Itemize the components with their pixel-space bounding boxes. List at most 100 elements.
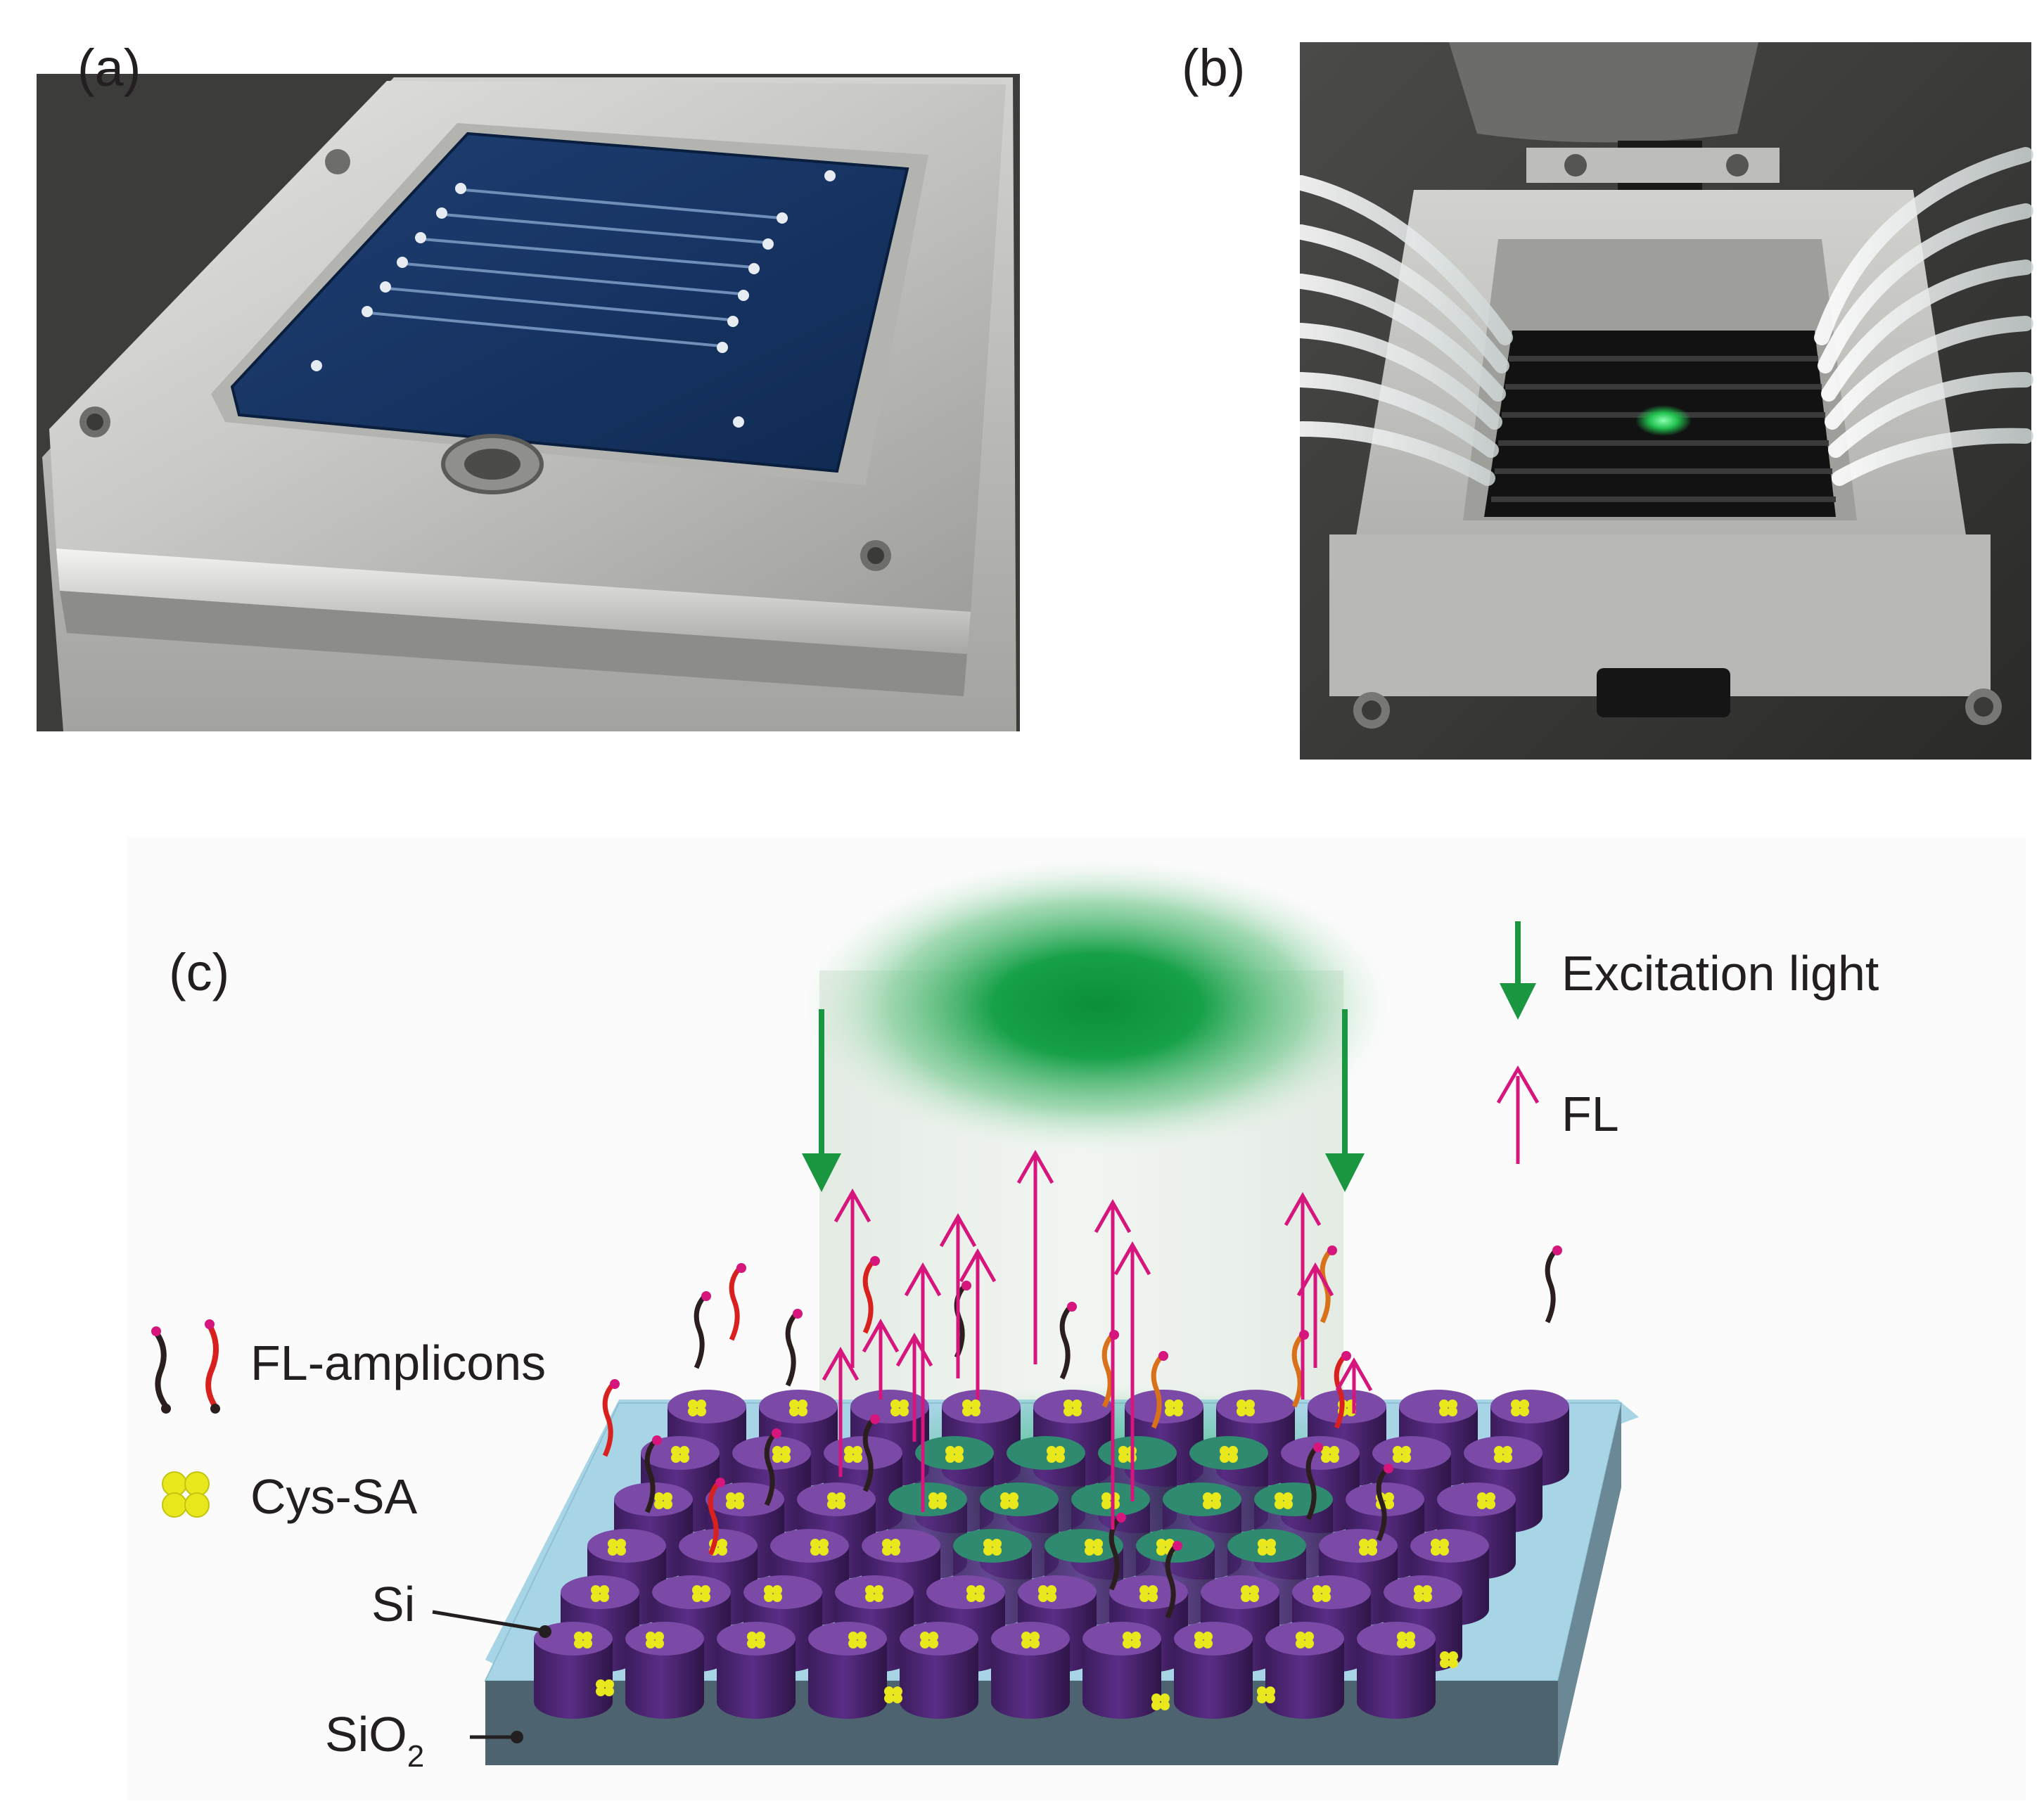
- cys-sa-marker: [884, 1686, 902, 1703]
- fl-amplicon: [1305, 1442, 1323, 1520]
- cys-sa-marker: [865, 1585, 883, 1602]
- cys-sa-marker: [1123, 1632, 1141, 1648]
- cys-sa-marker: [928, 1492, 947, 1509]
- fl-amplicon: [708, 1478, 725, 1556]
- panel-a-screws: [79, 149, 891, 571]
- cys-sa-marker: [1165, 1400, 1183, 1416]
- cys-sa-marker: [1431, 1539, 1449, 1556]
- cys-sa-marker: [1439, 1400, 1457, 1416]
- cys-sa-marker: [1241, 1585, 1259, 1602]
- si-pillar: [625, 1622, 704, 1719]
- panel-b-tubes-left: [1294, 175, 1513, 486]
- cys-sa-marker: [1440, 1651, 1458, 1668]
- cys-sa-marker: [848, 1632, 867, 1648]
- fl-arrow: [822, 1346, 860, 1477]
- cys-sa-marker: [882, 1539, 900, 1556]
- fl-arrow: [939, 1212, 977, 1378]
- cys-sa-marker: [596, 1679, 614, 1696]
- cys-sa-icon: [162, 1471, 210, 1518]
- fl-amplicon: [644, 1435, 662, 1513]
- cys-sa-marker: [1038, 1585, 1056, 1602]
- cys-sa-marker: [789, 1400, 807, 1416]
- fl-amplicon: [785, 1309, 803, 1387]
- si-pillar-array: [534, 1390, 1569, 1719]
- cys-sa-marker: [591, 1585, 609, 1602]
- cys-sa-marker: [574, 1632, 592, 1648]
- fl-amplicon-strands: [602, 1245, 1562, 1619]
- amplicon-icon-dark: [153, 1331, 169, 1409]
- fl-arrow: [895, 1332, 933, 1442]
- label-sio2: SiO2: [325, 1707, 523, 1774]
- cys-sa-marker: [1139, 1585, 1158, 1602]
- cys-sa-marker: [962, 1400, 981, 1416]
- fl-arrows: [822, 1149, 1373, 1530]
- panel-b-label: (b): [1182, 39, 1245, 97]
- si-pillar: [534, 1622, 613, 1719]
- cys-sa-marker: [945, 1446, 964, 1463]
- cys-sa-marker: [1397, 1632, 1415, 1648]
- cys-sa-marker: [890, 1400, 909, 1416]
- cys-sa-marker: [1151, 1693, 1170, 1710]
- fl-amplicon: [1165, 1541, 1182, 1619]
- cys-sa-marker: [764, 1585, 782, 1602]
- cys-sa-marker: [726, 1492, 744, 1509]
- cys-sa-marker: [1393, 1446, 1411, 1463]
- cys-sa-marker: [608, 1539, 626, 1556]
- cys-sa-marker: [1511, 1400, 1529, 1416]
- fl-arrow: [1335, 1357, 1373, 1414]
- cys-sa-marker: [671, 1446, 689, 1463]
- label-si: Si: [371, 1577, 551, 1638]
- excitation-arrow-right: [1325, 1009, 1365, 1192]
- si-pillar: [1357, 1622, 1436, 1719]
- fl-arrow: [862, 1318, 900, 1400]
- panel-a-channels: [369, 188, 781, 347]
- cys-sa-marker: [692, 1585, 710, 1602]
- cys-sa-marker: [1237, 1400, 1255, 1416]
- legend-excitation-text: Excitation light: [1561, 946, 1879, 1001]
- fl-amplicon: [729, 1263, 746, 1341]
- excitation-arrows: [802, 1009, 1365, 1192]
- cys-sa-marker: [1194, 1632, 1213, 1648]
- cys-sa-marker: [772, 1446, 791, 1463]
- fl-amplicon: [862, 1414, 880, 1492]
- fl-arrow: [959, 1248, 997, 1400]
- excitation-beam-top: [802, 858, 1393, 1153]
- cys-sa-marker: [1477, 1492, 1495, 1509]
- fl-arrow: [1284, 1191, 1322, 1400]
- legend-fl-amplicons-text: FL-amplicons: [250, 1336, 546, 1390]
- panel-b-holder-front: [1329, 534, 1991, 696]
- legend-cys-sa-text: Cys-SA: [250, 1469, 418, 1524]
- cys-sa-marker: [827, 1492, 845, 1509]
- fl-arrow: [904, 1262, 942, 1512]
- fl-arrow: [1094, 1198, 1132, 1530]
- panel-a-chip: [230, 132, 909, 473]
- cys-sa-marker: [1000, 1492, 1018, 1509]
- si-pillar: [1082, 1622, 1161, 1719]
- fl-amplicon: [1059, 1302, 1077, 1380]
- fl-amplicon: [764, 1428, 781, 1506]
- fl-amplicon: [1151, 1351, 1168, 1429]
- cys-sa-marker: [966, 1585, 985, 1602]
- amplicon-icon-red: [205, 1324, 219, 1409]
- legend-fl: FL: [1496, 1065, 1619, 1164]
- legend-cys-sa: Cys-SA: [162, 1469, 418, 1524]
- panel-a-ports: [311, 170, 836, 428]
- substrate-side-right: [1558, 1403, 1621, 1765]
- panel-a-label: (a): [77, 39, 141, 97]
- fl-amplicon: [862, 1256, 880, 1334]
- cys-sa-marker: [1047, 1446, 1065, 1463]
- fl-arrow: [833, 1188, 871, 1368]
- cys-sa-marker: [920, 1632, 938, 1648]
- excitation-arrow-left: [802, 1009, 841, 1192]
- label-si-text: Si: [371, 1577, 415, 1632]
- fl-amplicon: [1376, 1464, 1393, 1542]
- fl-arrow: [1016, 1149, 1054, 1364]
- panel-c: (c): [127, 837, 2026, 1800]
- panel-b: (b): [1182, 39, 2033, 760]
- legend-fl-text: FL: [1561, 1087, 1619, 1141]
- panel-b-fluorescent-spot: [1635, 405, 1692, 436]
- panel-b-tubes-right: [1814, 147, 2033, 486]
- label-sio2-text: SiO2: [325, 1707, 424, 1774]
- panel-b-objective: [1449, 42, 1758, 143]
